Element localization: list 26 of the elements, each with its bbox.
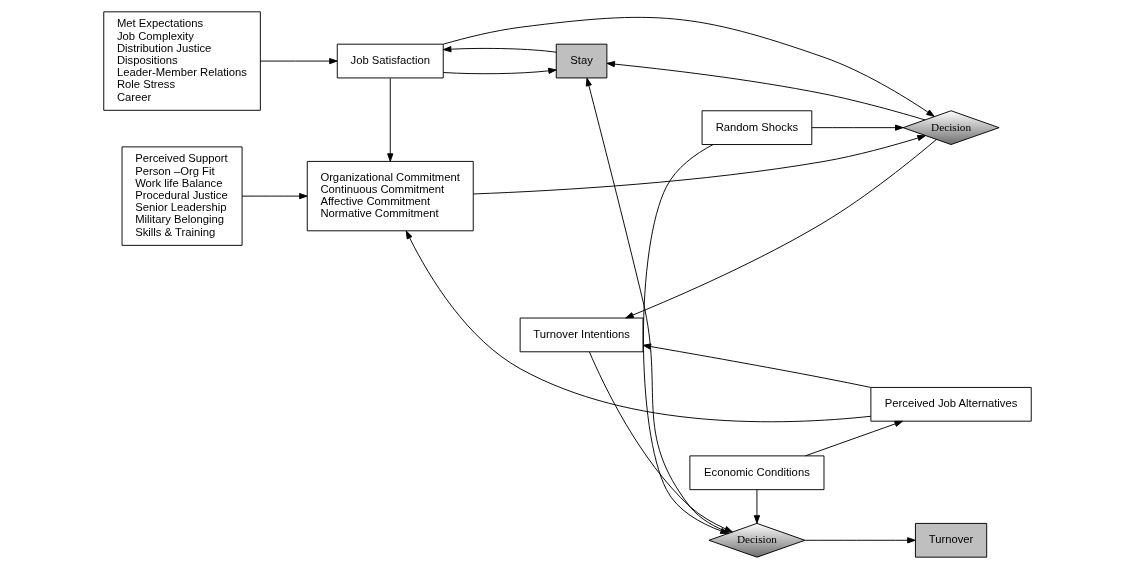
- node-diamond: Decision: [708, 522, 806, 558]
- arrow: [387, 77, 394, 162]
- arrow: [405, 230, 872, 423]
- arrow: [443, 67, 557, 75]
- arrow: [753, 489, 761, 524]
- node-box: Met Expectations Job Complexity Distribution Justice Dispositions Leader-Member Relations Role Stress Career: [103, 11, 261, 111]
- node-box: Turnover Intentions: [519, 317, 644, 353]
- node-box: Economic Conditions: [689, 455, 825, 491]
- arrow: [442, 16, 935, 117]
- arrow: [241, 193, 308, 200]
- node-box: Random Shocks: [701, 110, 813, 145]
- node-box: Perceived Job Alternatives: [870, 386, 1032, 422]
- node-box: Turnover: [914, 522, 988, 558]
- arrow: [625, 139, 937, 319]
- node-box: Perceived Support Person –Org Fit Work life Balance Procedural Justice Senior Leadership Military Belonging Skills & Training: [121, 146, 243, 246]
- arrow: [642, 343, 872, 388]
- arrow: [473, 134, 926, 195]
- arrow: [443, 46, 557, 53]
- node-box: Job Satisfaction: [336, 43, 444, 79]
- arrow: [606, 61, 926, 121]
- arrow: [804, 537, 916, 544]
- node-box: Stay: [555, 43, 608, 79]
- arrow: [811, 124, 904, 131]
- node-box: Organizational Commitment Continuous Commitment Affective Commitment Normative Commitment: [306, 160, 474, 232]
- arrow: [804, 420, 903, 457]
- arrow: [259, 57, 338, 65]
